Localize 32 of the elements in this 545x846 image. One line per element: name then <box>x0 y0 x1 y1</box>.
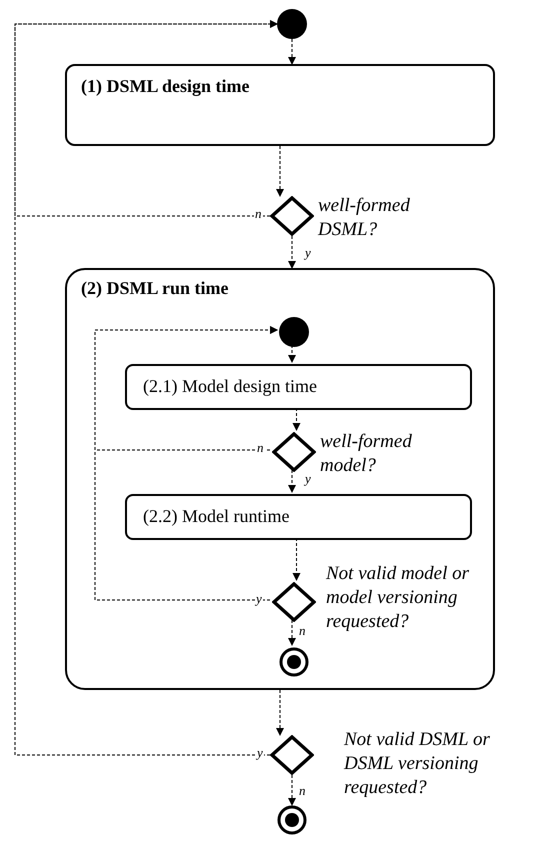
guard-condition: Not valid DSML or DSML versioning requested? <box>344 728 491 800</box>
control-flow-arrow <box>288 470 296 493</box>
control-flow-arrow <box>276 690 284 736</box>
activity-label: (2.1) Model design time <box>143 376 317 397</box>
guard-condition: well-formed DSML? <box>318 194 411 242</box>
control-flow-arrow <box>292 538 300 581</box>
decision-diamond <box>272 582 316 622</box>
control-flow-arrow <box>288 38 296 65</box>
activity-box <box>125 494 472 540</box>
control-flow-arrow <box>94 326 278 600</box>
decision-diamond <box>270 196 314 236</box>
activity-label: (2.2) Model runtime <box>143 506 290 527</box>
guard-condition: well-formed model? <box>320 430 413 478</box>
initial-node <box>279 317 309 347</box>
activity-box <box>125 364 472 410</box>
control-flow-arrow <box>288 344 296 363</box>
decision-diamond <box>272 432 316 472</box>
activity-box <box>65 64 495 146</box>
final-node <box>279 647 309 677</box>
final-node <box>277 805 307 835</box>
activity-label: (2) DSML run time <box>81 278 228 299</box>
decision-diamond <box>270 735 314 775</box>
control-flow-arrow <box>288 236 296 269</box>
control-flow-arrow <box>14 20 278 756</box>
control-flow-arrow <box>292 408 300 431</box>
control-flow-arrow <box>288 620 296 646</box>
activity-label: (1) DSML design time <box>81 76 250 97</box>
guard-condition: Not valid model or model versioning requested? <box>326 562 470 634</box>
control-flow-arrow <box>288 774 296 806</box>
initial-node <box>277 9 307 39</box>
activity-region <box>65 268 495 690</box>
control-flow-arrow <box>276 146 284 197</box>
